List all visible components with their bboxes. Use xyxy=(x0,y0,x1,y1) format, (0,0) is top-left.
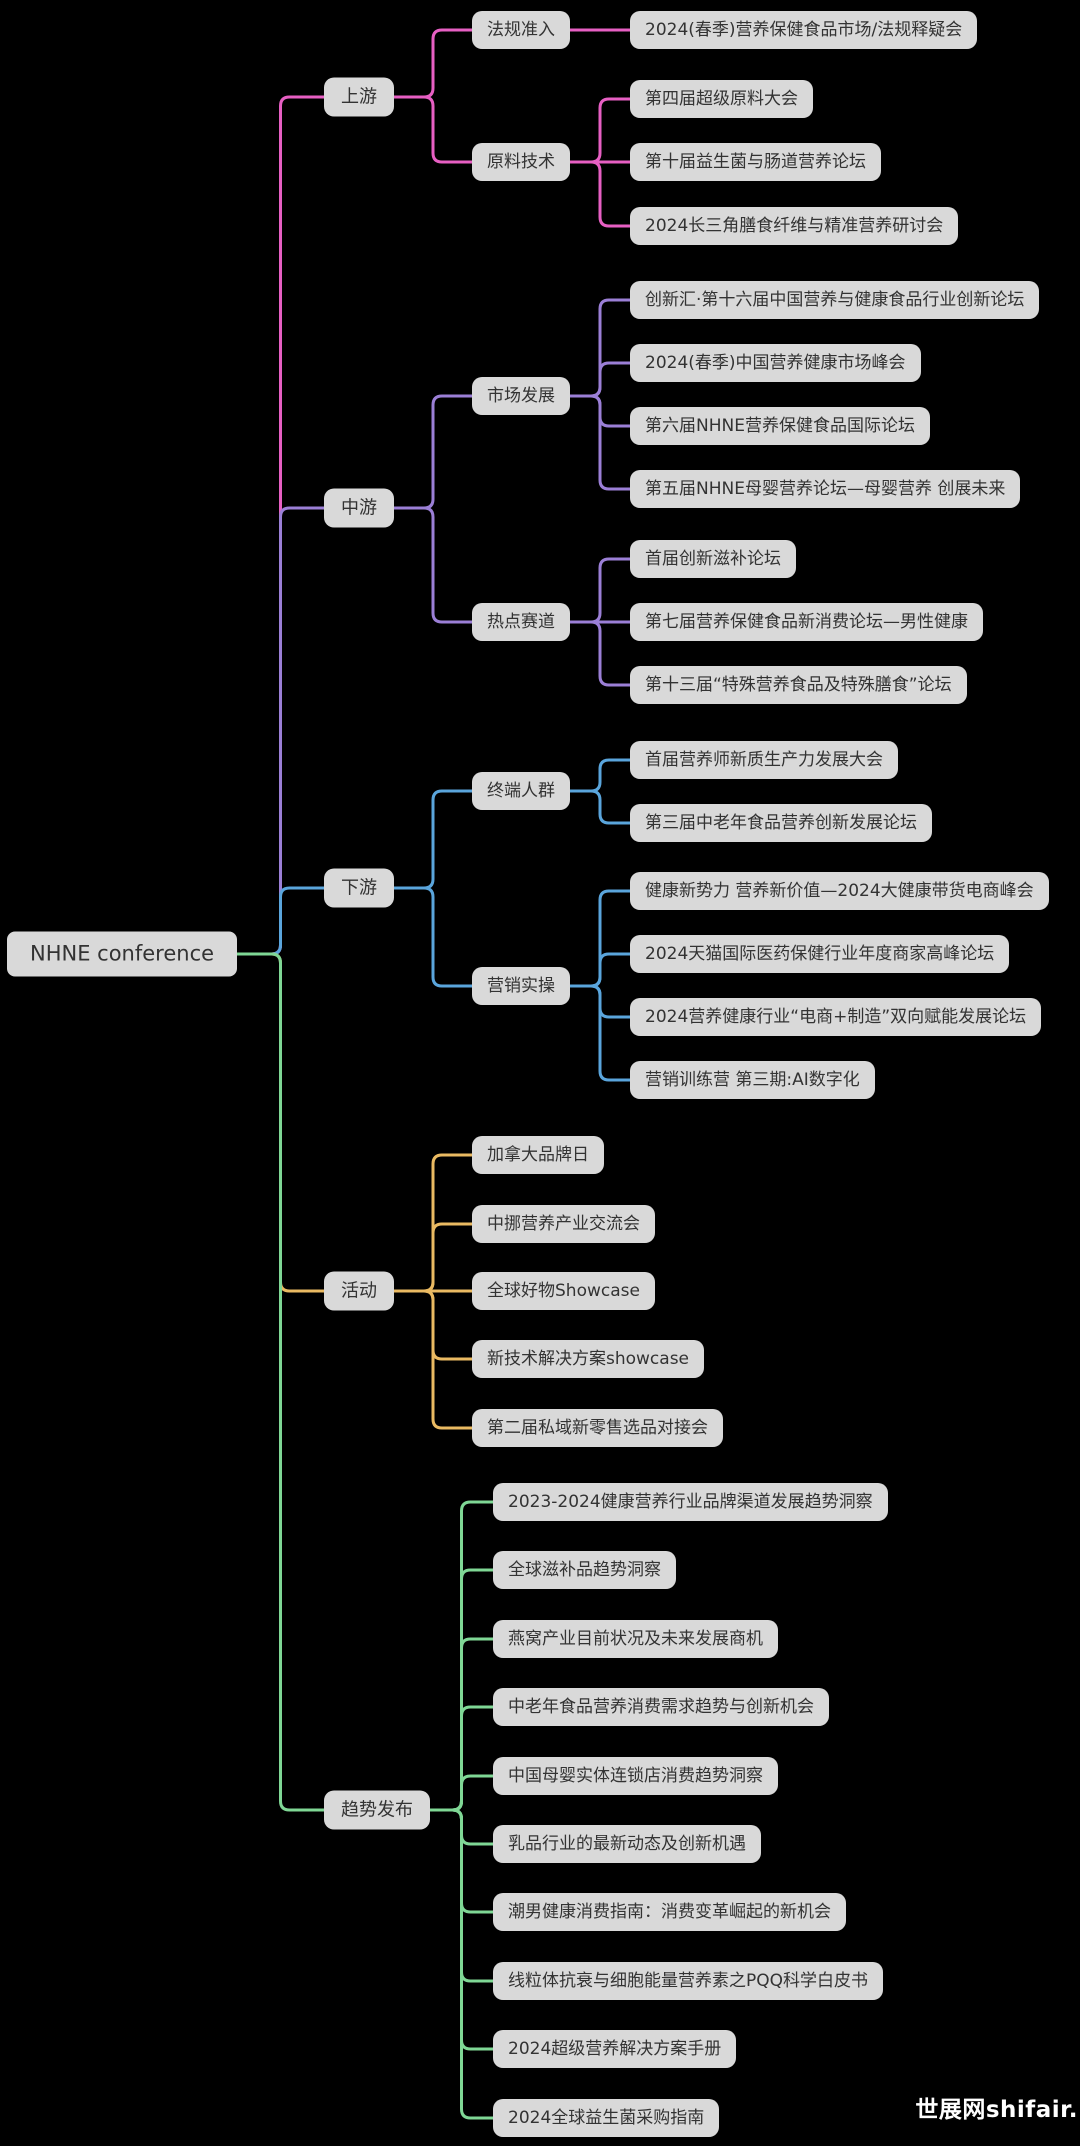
root-node[interactable]: NHNE conference xyxy=(7,931,238,977)
topic-node[interactable]: 健康新势力 营养新价值—2024大健康带货电商峰会 xyxy=(630,872,1049,910)
connector-line xyxy=(568,620,632,687)
topic-node[interactable]: 加拿大品牌日 xyxy=(472,1136,604,1174)
watermark: 世展网shifair. xyxy=(915,2097,1078,2123)
connector-line xyxy=(428,1808,495,2120)
topic-node[interactable]: 2024天猫国际医药保健行业年度商家高峰论坛 xyxy=(630,935,1010,973)
group-node-market-development[interactable]: 市场发展 xyxy=(472,377,570,415)
connector-line xyxy=(568,394,632,491)
branch-node-downstream[interactable]: 下游 xyxy=(324,868,394,908)
topic-node[interactable]: 2024长三角膳食纤维与精准营养研讨会 xyxy=(630,207,959,245)
topic-node[interactable]: 全球好物Showcase xyxy=(472,1272,655,1310)
topic-node[interactable]: 第三届中老年食品营养创新发展论坛 xyxy=(630,804,932,842)
topic-node[interactable]: 第二届私域新零售选品对接会 xyxy=(472,1409,723,1447)
topic-node[interactable]: 2024营养健康行业“电商+制造”双向赋能发展论坛 xyxy=(630,998,1042,1036)
topic-node[interactable]: 第六届NHNE营养保健食品国际论坛 xyxy=(630,407,930,445)
topic-node[interactable]: 营销训练营 第三期:AI数字化 xyxy=(630,1061,875,1099)
topic-node[interactable]: 第十三届“特殊营养食品及特殊膳食”论坛 xyxy=(630,666,967,704)
topic-node[interactable]: 第十届益生菌与肠道营养论坛 xyxy=(630,143,881,181)
group-node-hot-tracks[interactable]: 热点赛道 xyxy=(472,603,570,641)
group-node-ingredient-tech[interactable]: 原料技术 xyxy=(472,143,570,181)
group-node-end-consumers[interactable]: 终端人群 xyxy=(472,772,570,810)
connector-line xyxy=(568,789,632,825)
topic-node[interactable]: 燕窝产业目前状况及未来发展商机 xyxy=(493,1620,778,1658)
connector-line xyxy=(568,160,632,228)
connector-line xyxy=(392,886,474,988)
connector-line xyxy=(392,1289,474,1430)
topic-node[interactable]: 第七届营养保健食品新消费论坛—男性健康 xyxy=(630,603,983,641)
group-node-marketing-practice[interactable]: 营销实操 xyxy=(472,967,570,1005)
topic-node[interactable]: 2024超级营养解决方案手册 xyxy=(493,2030,737,2068)
topic-node[interactable]: 乳品行业的最新动态及创新机遇 xyxy=(493,1825,761,1863)
topic-node[interactable]: 2024(春季)中国营养健康市场峰会 xyxy=(630,344,921,382)
topic-node[interactable]: 第五届NHNE母婴营养论坛—母婴营养 创展未来 xyxy=(630,470,1021,508)
topic-node[interactable]: 首届创新滋补论坛 xyxy=(630,540,796,578)
topic-node[interactable]: 新技术解决方案showcase xyxy=(472,1340,705,1378)
connector-line xyxy=(235,952,326,1812)
topic-node[interactable]: 第四届超级原料大会 xyxy=(630,80,813,118)
group-node-regulation[interactable]: 法规准入 xyxy=(472,11,570,49)
connector-line xyxy=(392,506,474,624)
topic-node[interactable]: 中国母婴实体连锁店消费趋势洞察 xyxy=(493,1757,778,1795)
topic-node[interactable]: 首届营养师新质生产力发展大会 xyxy=(630,741,898,779)
connector-line xyxy=(568,984,632,1082)
topic-node[interactable]: 全球滋补品趋势洞察 xyxy=(493,1551,676,1589)
branch-node-events[interactable]: 活动 xyxy=(324,1271,394,1311)
topic-node[interactable]: 2023-2024健康营养行业品牌渠道发展趋势洞察 xyxy=(493,1483,888,1521)
branch-node-midstream[interactable]: 中游 xyxy=(324,488,394,528)
topic-node[interactable]: 中老年食品营养消费需求趋势与创新机会 xyxy=(493,1688,829,1726)
topic-node[interactable]: 潮男健康消费指南：消费变革崛起的新机会 xyxy=(493,1893,846,1931)
topic-node[interactable]: 2024(春季)营养保健食品市场/法规释疑会 xyxy=(630,11,978,49)
connector-line xyxy=(392,95,474,164)
topic-node[interactable]: 创新汇·第十六届中国营养与健康食品行业创新论坛 xyxy=(630,281,1040,319)
branch-node-trend-releases[interactable]: 趋势发布 xyxy=(324,1790,430,1830)
branch-node-upstream[interactable]: 上游 xyxy=(324,77,394,117)
topic-node[interactable]: 线粒体抗衰与细胞能量营养素之PQQ科学白皮书 xyxy=(493,1962,884,2000)
topic-node[interactable]: 2024全球益生菌采购指南 xyxy=(493,2099,720,2137)
topic-node[interactable]: 中挪营养产业交流会 xyxy=(472,1205,655,1243)
